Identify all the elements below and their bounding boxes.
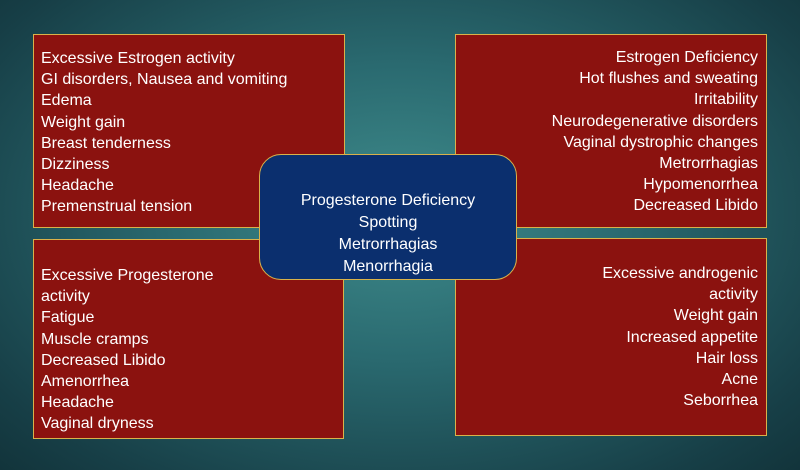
box-line: Weight gain: [673, 307, 758, 325]
box-line: Decreased Libido: [633, 197, 758, 215]
box-line: Headache: [41, 177, 114, 195]
box-line: Seborrhea: [683, 392, 758, 410]
box-line: Excessive androgenic: [602, 265, 758, 282]
box-line: Hot flushes and sweating: [579, 70, 758, 88]
box-line: Decreased Libido: [41, 351, 166, 369]
box-line: activity: [709, 286, 758, 304]
center-line: Progesterone Deficiency: [300, 192, 476, 209]
box-line: Excessive Progesterone: [41, 267, 214, 284]
box-line: Excessive Estrogen activity: [41, 50, 235, 67]
box-line: GI disorders, Nausea and vomiting: [41, 71, 288, 89]
box-line: Vaginal dystrophic changes: [563, 133, 759, 151]
box-line: Premenstrual tension: [41, 198, 193, 216]
box-line: Breast tenderness: [41, 134, 171, 152]
box-line: Muscle cramps: [41, 330, 149, 348]
box-line: Neurodegenerative disorders: [551, 112, 758, 130]
box-line: Fatigue: [41, 309, 95, 327]
box-line: Dizziness: [41, 156, 110, 174]
box-line: Weight gain: [41, 113, 126, 131]
box-line: Hair loss: [695, 349, 758, 367]
center-line: Metrorrhagias: [338, 236, 438, 253]
box-line: Vaginal dryness: [41, 415, 154, 433]
center-line: Menorrhagia: [343, 258, 433, 275]
box-line: Acne: [721, 371, 758, 389]
center-line: Spotting: [358, 214, 418, 231]
box-line: Estrogen Deficiency: [615, 49, 758, 66]
box-line: Amenorrhea: [41, 373, 130, 391]
box-line: Edema: [41, 92, 92, 110]
box-line: activity: [41, 288, 90, 306]
progesterone-deficiency-center-box: Progesterone Deficiency Spotting Metrorr…: [259, 154, 517, 280]
box-line: Irritability: [693, 91, 758, 109]
box-line: Hypomenorrhea: [643, 176, 758, 194]
estrogen-deficiency-box: Estrogen Deficiency Hot flushes and swea…: [455, 34, 767, 228]
box-line: Headache: [41, 394, 114, 412]
box-line: Metrorrhagias: [659, 155, 758, 173]
excessive-estrogen-box: Excessive Estrogen activity GI disorders…: [33, 34, 345, 228]
box-line: Increased appetite: [626, 328, 758, 346]
